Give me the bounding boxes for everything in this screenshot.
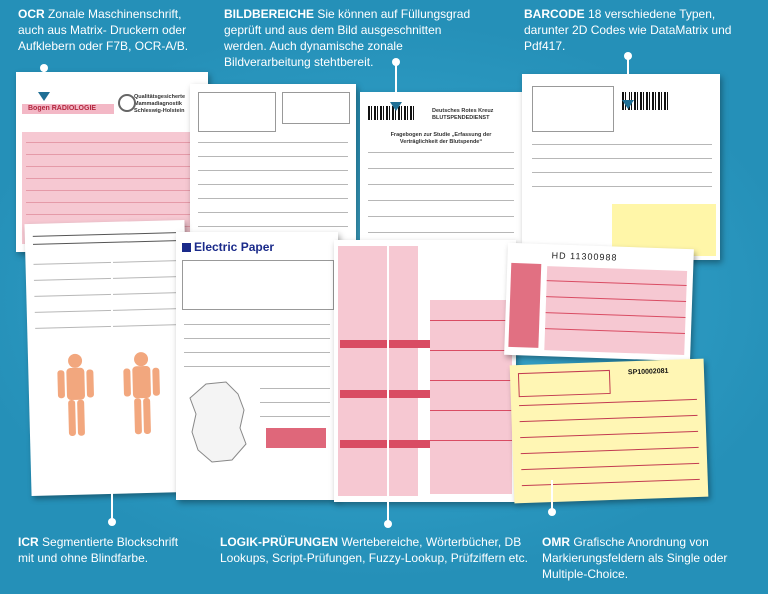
callout-barcode-text: 18 verschiedene Typen, darunter 2D Codes… bbox=[524, 7, 732, 53]
callout-logik-label: LOGIK-PRÜFUNGEN bbox=[220, 535, 338, 549]
callout-ocr: OCR Zonale Maschinenschrift, auch aus Ma… bbox=[18, 6, 203, 54]
omr-code: SP10002081 bbox=[627, 367, 669, 377]
hd-number: HD 11300988 bbox=[551, 250, 618, 263]
doc-electric-paper: Electric Paper bbox=[176, 232, 338, 500]
callout-icr-text: Segmentierte Blockschrift mit und ohne B… bbox=[18, 535, 179, 565]
callout-bildbereiche-label: BILDBEREICHE bbox=[224, 7, 315, 21]
connector-arrow-bildbereiche bbox=[390, 102, 402, 111]
doc-omr: SP10002081 bbox=[509, 358, 709, 504]
callout-omr-label: OMR bbox=[542, 535, 570, 549]
callout-logik: LOGIK-PRÜFUNGEN Wertebereiche, Wörterbüc… bbox=[220, 534, 530, 566]
connector-arrow-ocr bbox=[38, 92, 50, 101]
connector-dot-omr bbox=[548, 508, 556, 516]
connector-dot-icr bbox=[108, 518, 116, 526]
connector-line-omr bbox=[551, 480, 553, 510]
callout-bildbereiche-text: Sie können auf Füllungsgrad geprüft und … bbox=[224, 7, 471, 69]
seal-icon bbox=[118, 94, 136, 112]
callout-omr: OMR Grafische Anordnung von Markierungsf… bbox=[542, 534, 752, 582]
doc-questionnaire: Deutsches Rotes Kreuz BLUTSPENDEDIENST F… bbox=[360, 92, 522, 252]
connector-line-icr bbox=[111, 256, 113, 520]
callout-barcode: BARCODE 18 verschiedene Typen, darunter … bbox=[524, 6, 749, 54]
electric-paper-brand: Electric Paper bbox=[182, 240, 274, 254]
radiologie-badge: Bogen RADIOLOGIE bbox=[28, 105, 97, 112]
callout-bildbereiche: BILDBEREICHE Sie können auf Füllungsgrad… bbox=[224, 6, 486, 70]
map-diagram bbox=[189, 381, 247, 463]
callout-icr: ICR Segmentierte Blockschrift mit und oh… bbox=[18, 534, 196, 566]
connector-arrow-barcode bbox=[622, 100, 634, 109]
body-diagram bbox=[57, 352, 160, 436]
barcode-questionnaire bbox=[368, 106, 414, 120]
doc-form-center bbox=[190, 84, 356, 244]
doc-hd-form: HD 11300988 bbox=[504, 242, 694, 362]
connector-dot-logik bbox=[384, 520, 392, 528]
callout-omr-text: Grafische Anordnung von Markierungsfelde… bbox=[542, 535, 728, 581]
electric-paper-logo-icon bbox=[182, 243, 191, 252]
doc-logic-red bbox=[334, 240, 516, 502]
survey-title: Fragebogen zur Studie „Erfassung der Ver… bbox=[390, 132, 492, 145]
barcode-right bbox=[622, 92, 670, 110]
quality-title: Qualitätsgesicherte Mammadiagnostik Schl… bbox=[134, 94, 186, 114]
connector-line-logik bbox=[387, 246, 389, 522]
connector-line-ocr bbox=[43, 68, 45, 92]
callout-logik-text: Wertebereiche, Wörterbücher, DB Lookups,… bbox=[220, 535, 528, 565]
callout-barcode-label: BARCODE bbox=[524, 7, 585, 21]
doc-icr-body bbox=[24, 219, 192, 497]
doc-form-right bbox=[522, 74, 720, 260]
connector-line-barcode bbox=[627, 56, 629, 100]
survey-org: Deutsches Rotes Kreuz BLUTSPENDEDIENST bbox=[432, 108, 494, 121]
connector-line-bildbereiche bbox=[395, 62, 397, 102]
callout-ocr-text: Zonale Maschinenschrift, auch aus Matrix… bbox=[18, 7, 189, 53]
callout-ocr-label: OCR bbox=[18, 7, 45, 21]
callout-icr-label: ICR bbox=[18, 535, 39, 549]
electric-paper-label: Electric Paper bbox=[194, 240, 275, 254]
